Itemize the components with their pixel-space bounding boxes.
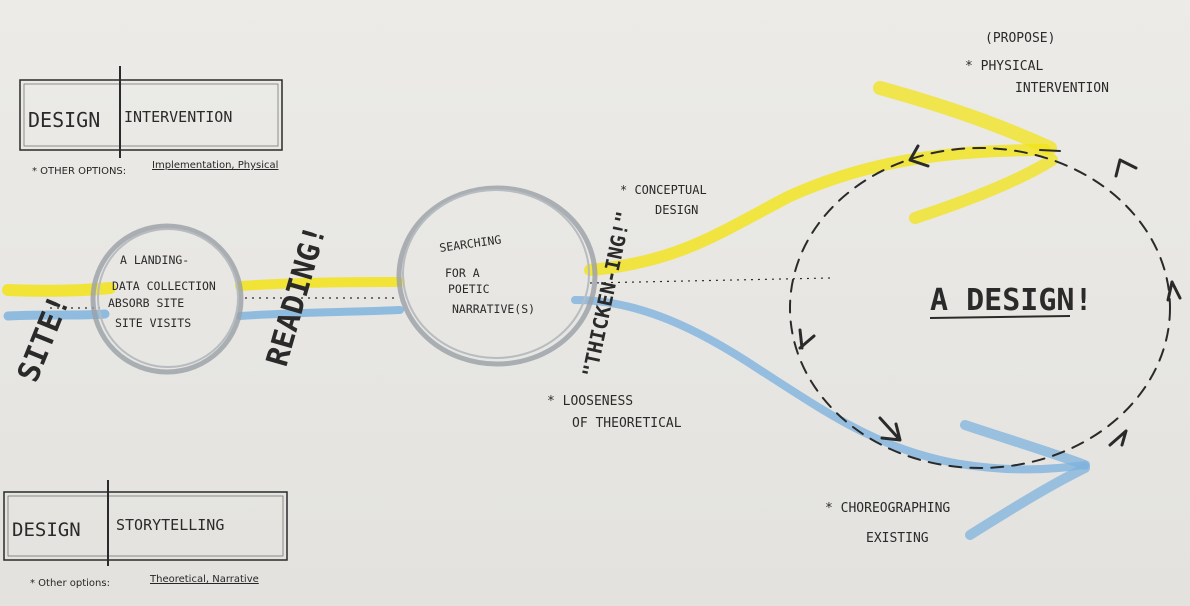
circle2-line-2: FOR A (445, 266, 480, 280)
propose-line-3: INTERVENTION (1015, 81, 1109, 96)
circle1-line-1: A LANDING- (120, 253, 189, 267)
dotted-connectors (50, 277, 831, 309)
reading-label: READING! (260, 222, 333, 371)
bottom-design-box: DESIGN STORYTELLING * Other options: The… (3, 480, 288, 589)
site-label: SITE! (11, 290, 77, 387)
top-design-box: DESIGN INTERVENTION * OTHER OPTIONS: Imp… (19, 66, 283, 177)
circle1-line-2: DATA COLLECTION (112, 279, 216, 293)
top-box-note-options: Implementation, Physical (152, 160, 278, 171)
blue-path (3, 296, 1090, 540)
top-box-right-label: INTERVENTION (124, 108, 232, 126)
top-box-left-label: DESIGN (28, 108, 100, 132)
center-design-label: A DESIGN! (930, 283, 1093, 318)
circle2-line-1: SEARCHING (438, 232, 502, 255)
propose-line-2: * PHYSICAL (965, 59, 1043, 74)
propose-line-1: (PROPOSE) (985, 31, 1055, 46)
circle2-line-3: POETIC (448, 282, 490, 296)
choreo-line-2: EXISTING (866, 531, 929, 546)
circle1-line-3: ABSORB SITE (108, 296, 184, 310)
top-box-note-prefix: * OTHER OPTIONS: (32, 166, 126, 177)
circle-landing: A LANDING- DATA COLLECTION ABSORB SITE S… (90, 223, 244, 375)
bottom-box-note-prefix: * Other options: (30, 578, 110, 589)
bottom-box-left-label: DESIGN (12, 519, 81, 541)
design-cycle (789, 144, 1182, 469)
conceptual-line-2: DESIGN (655, 203, 698, 217)
circle2-line-4: NARRATIVE(S) (452, 302, 535, 316)
circle1-line-4: SITE VISITS (115, 316, 191, 330)
conceptual-line-1: * CONCEPTUAL (620, 183, 707, 197)
yellow-path (2, 81, 1058, 297)
bottom-box-note-options: Theoretical, Narrative (149, 574, 259, 585)
center-design-underline (929, 315, 1071, 319)
looseness-line-1: * LOOSENESS (547, 394, 633, 409)
bottom-box-right-label: STORYTELLING (116, 516, 224, 534)
circle-poetic: SEARCHING FOR A POETIC NARRATIVE(S) (396, 185, 598, 367)
choreo-line-1: * CHOREOGRAPHING (825, 501, 950, 516)
looseness-line-2: OF THEORETICAL (572, 416, 682, 431)
